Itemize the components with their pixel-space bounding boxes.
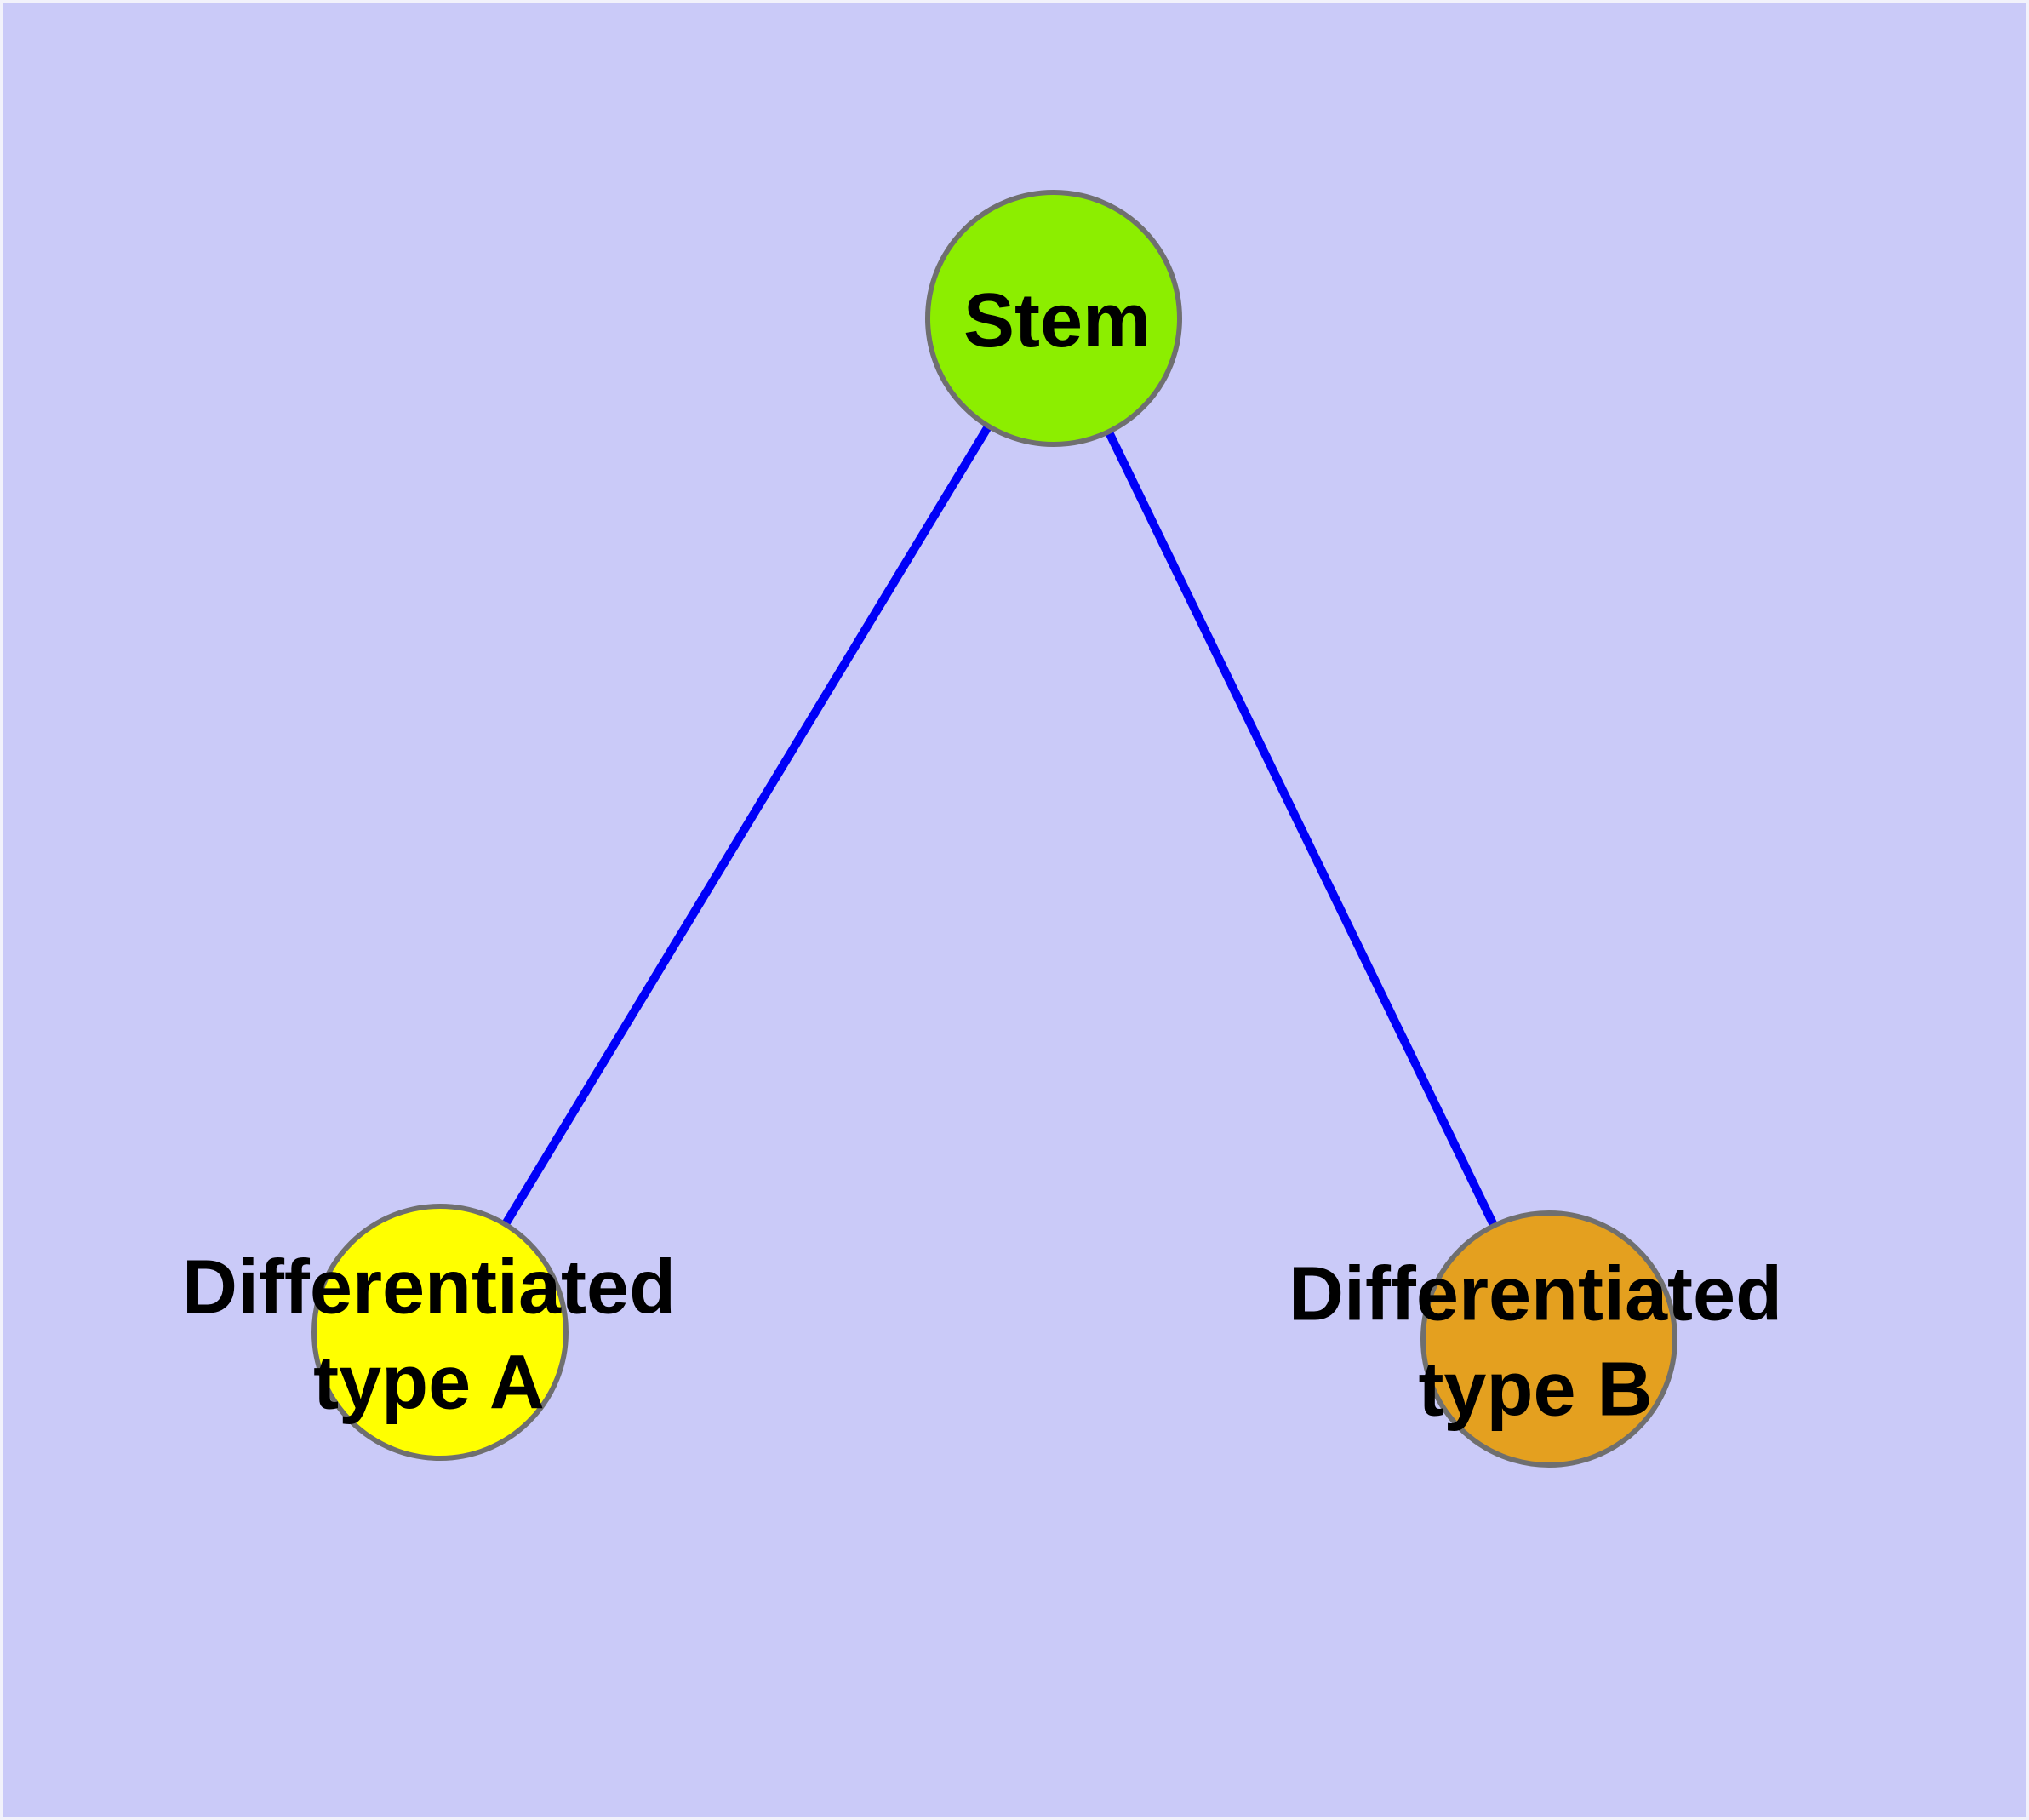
edge-stem-to-type-b	[1049, 316, 1553, 1342]
node-type-b-circle	[1420, 1210, 1677, 1468]
node-stem-label: Stem	[963, 278, 1152, 364]
node-type-a-label: Differentiated type A	[181, 1245, 677, 1425]
edge-stem-to-type-a	[436, 316, 1058, 1335]
node-stem-circle	[925, 190, 1182, 447]
node-type-a-circle	[311, 1204, 569, 1461]
node-type-b-label: Differentiated type B	[1288, 1251, 1783, 1432]
